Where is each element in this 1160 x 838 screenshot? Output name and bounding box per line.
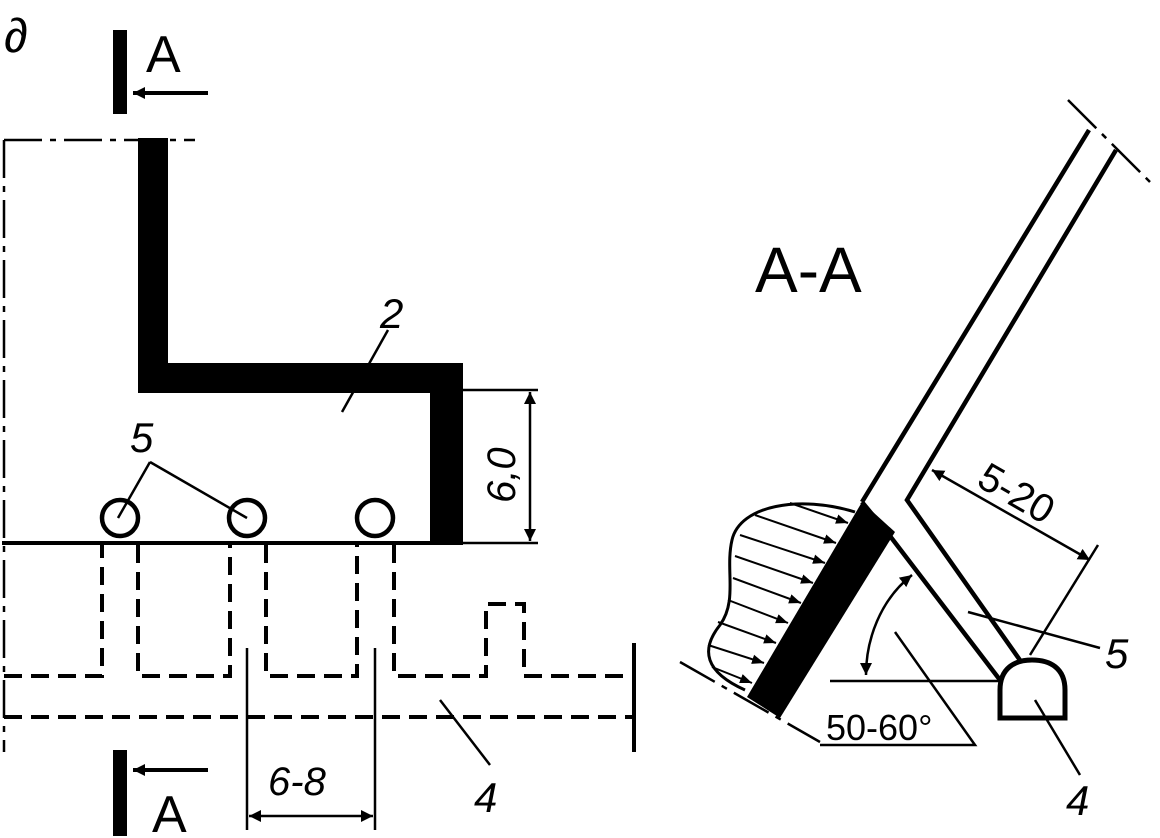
angle-label: 50-60° xyxy=(826,707,932,748)
section-mark-top: A xyxy=(113,26,208,114)
label-part-4: 4 xyxy=(474,774,497,821)
angle-arc xyxy=(860,574,913,676)
pipe-section-part-4 xyxy=(997,657,1068,721)
leader-part-2 xyxy=(340,329,390,413)
deflector-plate xyxy=(747,502,895,718)
dimension-spacing-value: 6-8 xyxy=(268,760,327,804)
break-lines xyxy=(679,99,1151,744)
boundary-dashdot xyxy=(2,138,195,752)
leader-section-part-4 xyxy=(1033,699,1082,776)
leader-section-part-5 xyxy=(967,610,1101,650)
section-mark-bottom-letter: A xyxy=(152,786,187,838)
dimension-spacing xyxy=(245,648,377,830)
screen-part-2 xyxy=(138,138,463,545)
section-title: A-A xyxy=(755,234,862,306)
section-mark-top-letter: A xyxy=(146,26,181,84)
dimension-thickness-value: 5-20 xyxy=(971,455,1062,533)
plan-view: ∂ A A xyxy=(2,10,636,838)
inclined-plate xyxy=(860,128,1118,682)
section-mark-bottom: A xyxy=(113,750,208,838)
dimension-thickness xyxy=(931,468,1100,656)
label-section-part-4: 4 xyxy=(1066,777,1089,824)
nozzle-circle xyxy=(99,497,141,539)
label-section-part-5: 5 xyxy=(1105,630,1129,677)
panel-letter: ∂ xyxy=(4,10,28,63)
leader-part-4 xyxy=(439,699,491,766)
label-part-2: 2 xyxy=(379,290,403,337)
angle-leader xyxy=(820,631,978,747)
hidden-pipe-part-4 xyxy=(4,545,634,719)
velocity-profile xyxy=(707,502,856,692)
nozzle-circle xyxy=(354,497,396,539)
dimension-height-value: 6,0 xyxy=(480,447,524,503)
leader-part-5 xyxy=(116,460,248,520)
nozzle-circles xyxy=(99,497,396,539)
dimension-height xyxy=(463,388,538,545)
section-view: A-A xyxy=(679,99,1151,824)
label-part-5: 5 xyxy=(130,414,154,461)
